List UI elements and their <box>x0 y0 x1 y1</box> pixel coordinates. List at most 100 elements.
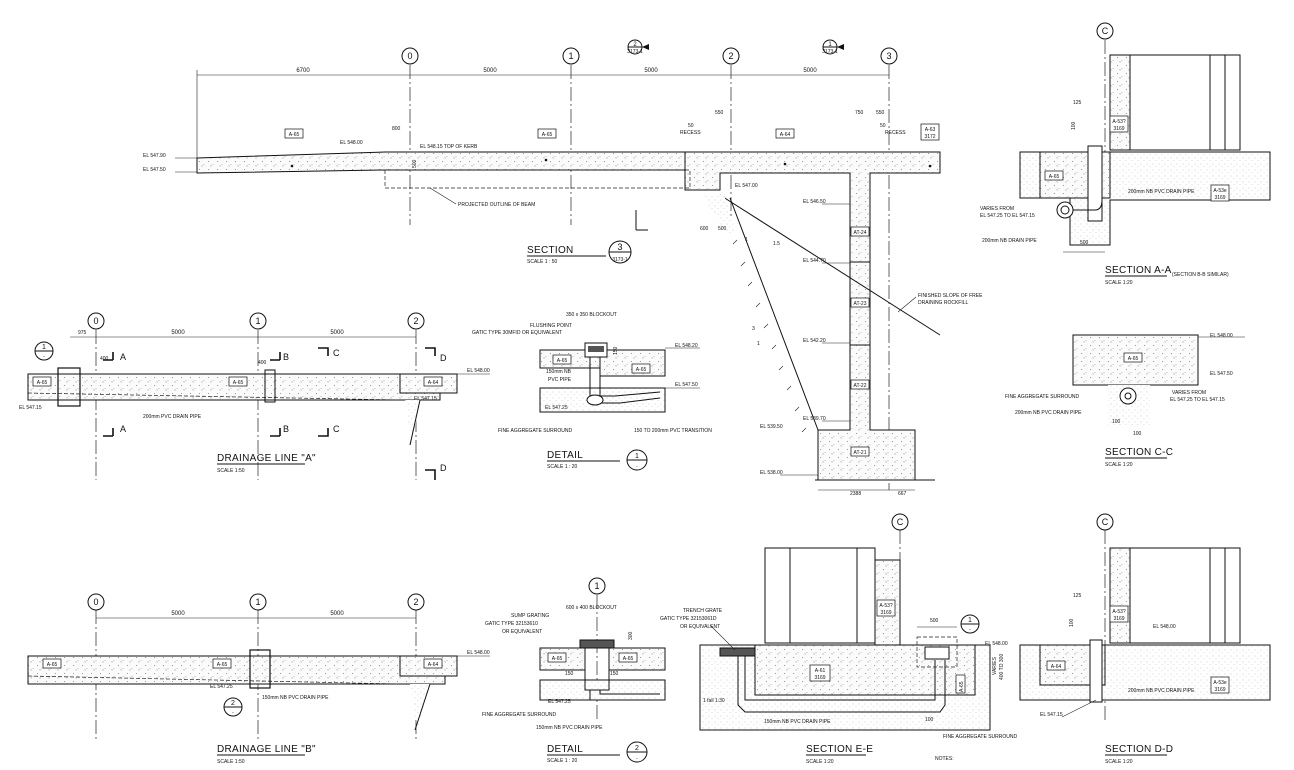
grid-bubble-2: 2 <box>407 593 425 611</box>
svg-text:A-65: A-65 <box>1128 356 1139 362</box>
dim-text: 550 <box>715 110 724 116</box>
note-text: FINE AGGREGATE SURROUND <box>482 712 556 718</box>
el-label: EL 548.20 <box>675 343 698 349</box>
note-text: TRENCH GRATE <box>683 608 723 614</box>
svg-text:A-65: A-65 <box>552 656 563 662</box>
dim-text: 5000 <box>803 68 817 74</box>
dim-text: 550 <box>876 110 885 116</box>
el-label: EL 544.70 <box>803 258 826 264</box>
top-section: 0 1 2 3 2 3173-1 1 3173-1 6700 5000 5000… <box>143 39 983 497</box>
svg-text:A-61: A-61 <box>815 668 826 674</box>
varies-label: VARIES FROM <box>1172 390 1206 396</box>
svg-text:A-65: A-65 <box>623 656 634 662</box>
tag: A-65 <box>1044 170 1064 181</box>
svg-text:1: 1 <box>968 617 972 624</box>
section-mark-1: 1 3173-1 <box>822 39 844 55</box>
el-label: EL 548.00 <box>985 641 1008 647</box>
dim-text: 100 <box>1133 431 1142 437</box>
view-title: DRAINAGE LINE "A" <box>217 453 316 464</box>
svg-text:C: C <box>1102 26 1109 36</box>
mark-num: 2 <box>633 42 637 48</box>
svg-text:1: 1 <box>255 597 260 607</box>
tag: A-64 <box>775 128 795 139</box>
note-text: OR EQUIVALENT <box>680 624 720 630</box>
callout-bubble: 1 - <box>960 614 980 634</box>
tag: A-65 <box>228 376 248 387</box>
view-scale: SCALE 1:20 <box>806 759 834 765</box>
view-title: SECTION C-C <box>1105 447 1173 458</box>
dim-text: 5000 <box>171 611 185 617</box>
slope-text: 1 <box>757 341 760 347</box>
svg-text:3: 3 <box>617 242 622 252</box>
tag: A-65 <box>1123 352 1143 363</box>
dim-text: 50 <box>688 123 694 129</box>
view-scale: SCALE 1 : 20 <box>547 464 578 470</box>
dim-text: 500 <box>412 159 418 168</box>
notes-heading: NOTES: <box>935 756 954 762</box>
svg-text:C: C <box>333 424 340 434</box>
note-text: PVC PIPE <box>548 377 572 383</box>
svg-text:AT-24: AT-24 <box>854 230 867 236</box>
el-label: EL 547.15 <box>19 405 42 411</box>
svg-text:A-53e: A-53e <box>1213 680 1227 686</box>
svg-text:A-65: A-65 <box>636 367 647 373</box>
grid-label: 1 <box>568 51 573 61</box>
note-text: GATIC TYPE 32153610 <box>485 621 538 627</box>
el-label: EL 546.50 <box>803 199 826 205</box>
dim-text: 500 <box>718 226 727 232</box>
dim-text: 100 <box>1071 121 1077 130</box>
svg-text:A-53?: A-53? <box>879 603 893 609</box>
section-cc: A-65 EL 548.00 EL 547.50 FINE AGGREGATE … <box>1005 333 1245 468</box>
grid-bubble-0: 0 <box>87 593 105 611</box>
pipe-label: 200mm NB PVC DRAIN PIPE <box>1015 410 1082 416</box>
note-text: GATIC TYPE 32153061D <box>660 616 717 622</box>
el-label: EL 548.00 <box>467 650 490 656</box>
view-scale: SCALE 1 : 50 <box>527 259 558 265</box>
el-label: EL 548.00 <box>340 140 363 146</box>
el-label: EL 542.20 <box>803 338 826 344</box>
svg-text:A-65: A-65 <box>233 380 244 386</box>
svg-text:A-65: A-65 <box>37 380 48 386</box>
dim-text: 150 <box>610 671 619 677</box>
tag: A-65 <box>537 128 557 139</box>
dim-text: 2388 <box>850 491 861 497</box>
el-label: EL 547.50 <box>143 167 166 173</box>
svg-text:A: A <box>120 352 126 362</box>
svg-text:A-65: A-65 <box>217 662 228 668</box>
pipe-label: 200mm NB PVC DRAIN PIPE <box>1128 688 1195 694</box>
note-text: GATIC TYPE 30MFID OR EQUIVALENT <box>472 330 562 336</box>
dim-text: RECESS <box>680 130 701 136</box>
svg-text:A-64: A-64 <box>428 380 439 386</box>
note-text: 600 x 400 BLOCKOUT <box>566 605 617 611</box>
dim-text: RECESS <box>885 130 906 136</box>
kerb-label: EL 548.15 TOP OF KERB <box>420 144 478 150</box>
svg-text:B: B <box>283 352 289 362</box>
tag: AT-22 <box>850 379 870 390</box>
drain-label: 200mm NB DRAIN PIPE <box>982 238 1037 244</box>
el-label: EL 547.25 <box>210 684 233 690</box>
dim-text: 300 <box>628 631 634 640</box>
dim-text: 400 <box>258 360 267 366</box>
tag: AT-24 <box>850 226 870 237</box>
el-label: EL 547.50 <box>675 382 698 388</box>
fall-label: 1 fall 1:30 <box>703 698 725 704</box>
el-label: EL 547.00 <box>735 183 758 189</box>
view-scale: SCALE 1:20 <box>1105 759 1133 765</box>
grid-label: 0 <box>407 51 412 61</box>
dim-text: 500 <box>930 618 939 624</box>
svg-text:3172: 3172 <box>924 134 935 140</box>
tag: A-65 <box>547 652 567 663</box>
slope-text: 1.5 <box>773 241 780 247</box>
grid-bubble-c: C <box>1096 513 1114 531</box>
grid-bubble-2: 2 <box>407 312 425 330</box>
note-text: FINE AGGREGATE SURROUND <box>498 428 572 434</box>
note-text: 150mm NB <box>546 369 572 375</box>
svg-text:1: 1 <box>255 316 260 326</box>
view-scale: SCALE 1 : 20 <box>547 758 578 764</box>
svg-text:3169: 3169 <box>880 610 891 616</box>
svg-text:-: - <box>636 756 638 762</box>
note-text: FLUSHING POINT <box>530 323 572 329</box>
